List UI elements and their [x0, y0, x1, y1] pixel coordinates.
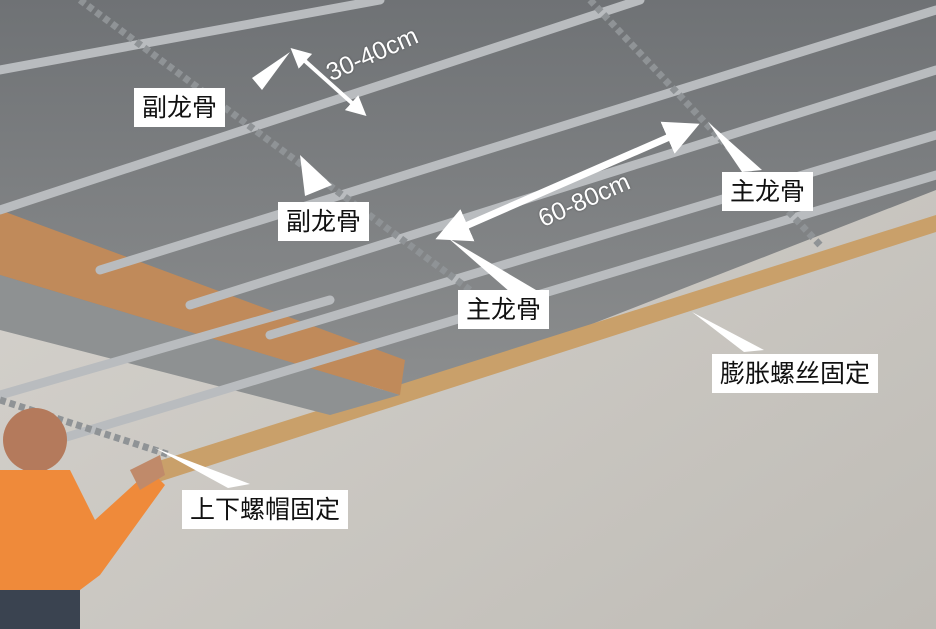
- pointer-lines: [155, 52, 764, 488]
- spacing-arrow-secondary: [290, 47, 367, 117]
- label-main-keel-mid: 主龙骨: [458, 290, 550, 329]
- label-nut-fix: 上下螺帽固定: [182, 490, 349, 529]
- spacing-arrow-main: [435, 121, 700, 242]
- worker: [0, 408, 165, 629]
- gypsum-board: [0, 275, 400, 415]
- wood-batten: [130, 215, 936, 488]
- label-expansion-screw: 膨胀螺丝固定: [712, 354, 879, 393]
- label-secondary-keel-mid: 副龙骨: [278, 202, 370, 241]
- label-secondary-keel-top: 副龙骨: [134, 88, 226, 127]
- label-main-keel-right: 主龙骨: [722, 172, 814, 211]
